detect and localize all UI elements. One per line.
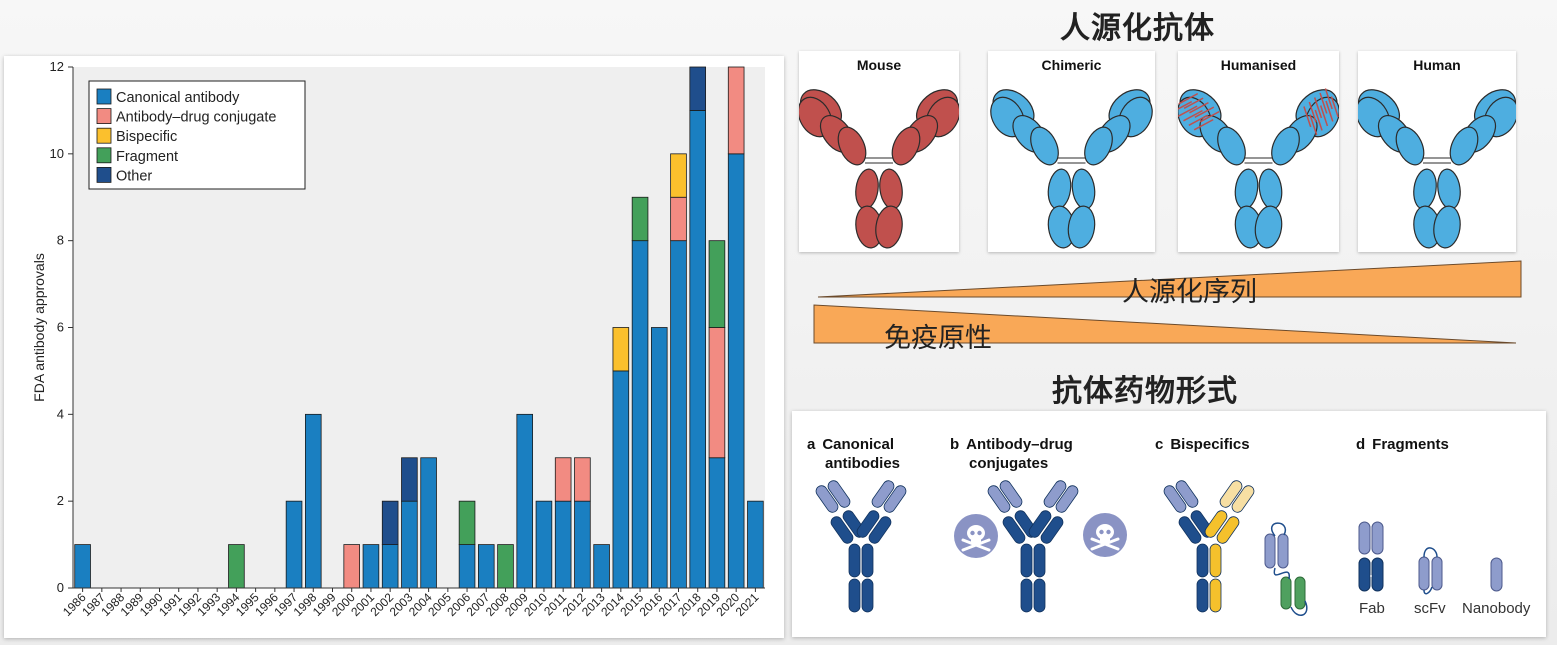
legend-label: Fragment [116,149,178,165]
bar-segment [612,370,630,589]
antibody-type-label: Chimeric [1041,57,1102,73]
bar-segment [574,500,591,589]
bar-segment [689,110,707,589]
y-tick-label: 6 [57,320,64,335]
antibody-type-label: Human [1413,57,1461,73]
bar-segment [516,413,534,589]
approvals-chart: 0246810121986198719881989199019911992199… [31,59,765,619]
legend-label: Canonical antibody [116,90,240,106]
bar-segment [554,457,572,502]
bar-segment [420,457,437,589]
bar-segment [650,327,668,589]
bispecific-fragment-icon [1264,522,1308,616]
bar-segment [497,544,514,589]
scfv-fragment-icon [1418,547,1443,595]
bar-segment [535,500,553,589]
bar-segment [708,327,726,459]
bar-segment [477,544,495,589]
mouse-antibody-card: Mouse [799,51,959,252]
humanised-sequence-wedge [817,260,1522,298]
adc-antibody-icon [987,480,1079,613]
humanised-antibody-card: Humanised [1178,51,1339,252]
bar-segment [381,500,399,545]
x-tick-label: 2021 [733,590,762,619]
bar-segment [228,544,245,589]
bar-segment [458,500,476,545]
y-tick-label: 8 [57,233,64,248]
nanobody-fragment-icon [1490,557,1503,592]
bar-segment [381,544,399,589]
fab-fragment-icon [1358,521,1384,592]
antibody-type-label: Humanised [1220,57,1297,73]
y-axis-label: FDA antibody approvals [31,253,47,402]
bar-segment [574,457,591,502]
antibody-type-label: Mouse [856,57,902,73]
legend-label: Antibody–drug conjugate [116,110,276,126]
legend-swatch [96,108,112,124]
bar-segment [304,413,322,589]
y-tick-label: 4 [57,406,64,421]
chimeric-antibody-card: Chimeric [988,51,1155,252]
legend-swatch [96,167,112,183]
immunogenicity-label: 免疫原性 [884,323,992,354]
humanised-sequence-label: 人源化序列 [1122,277,1257,308]
bar-segment [401,500,418,589]
humanisation-title: 人源化抗体 [1060,11,1215,46]
legend-label: Bispecific [116,129,177,145]
bar-segment [401,457,418,502]
human-antibody-card: Human [1358,51,1516,252]
bispecific-antibody-icon [1163,480,1255,613]
bar-segment [708,457,726,589]
legend-swatch [96,147,112,164]
immunogenicity-wedge [813,304,1517,344]
y-tick-label: 12 [50,59,64,74]
nanobody-caption: Nanobody [1462,600,1531,617]
scfv-caption: scFv [1414,600,1446,617]
formats-title: 抗体药物形式 [1052,374,1238,409]
bar-segment [612,327,630,372]
bar-segment [670,240,687,589]
human-antibody-icon [1358,89,1516,249]
bar-segment [458,544,476,589]
bar-segment [343,544,361,589]
bar-segment [670,153,687,198]
y-tick-label: 10 [50,146,64,161]
legend-swatch [96,88,112,105]
mouse-antibody-icon [799,89,959,249]
canonical-antibody-icon [815,480,907,613]
bar-segment [689,66,707,111]
toxin-skull-icon [954,514,998,558]
fab-caption: Fab [1359,600,1385,617]
chimeric-antibody-icon [990,89,1153,249]
toxin-skull-icon [1083,513,1127,557]
trend-wedges [813,260,1522,344]
bar-segment [631,240,649,589]
bar-segment [362,544,380,589]
y-tick-label: 2 [57,493,64,508]
formats-illustration [815,480,1503,616]
bar-segment [708,240,726,328]
bar-segment [631,196,649,242]
bar-segment [593,544,610,589]
bar-segment [74,544,91,589]
bar-segment [554,500,572,589]
bar-segment [727,66,745,155]
humanised-antibody-icon [1178,88,1339,249]
bar-segment [670,196,687,242]
legend-label: Other [116,168,152,184]
bar-segment [727,153,745,589]
bar-segment [285,500,303,589]
bar-segment [747,500,764,589]
legend-swatch [96,127,112,144]
y-tick-label: 0 [57,580,64,595]
